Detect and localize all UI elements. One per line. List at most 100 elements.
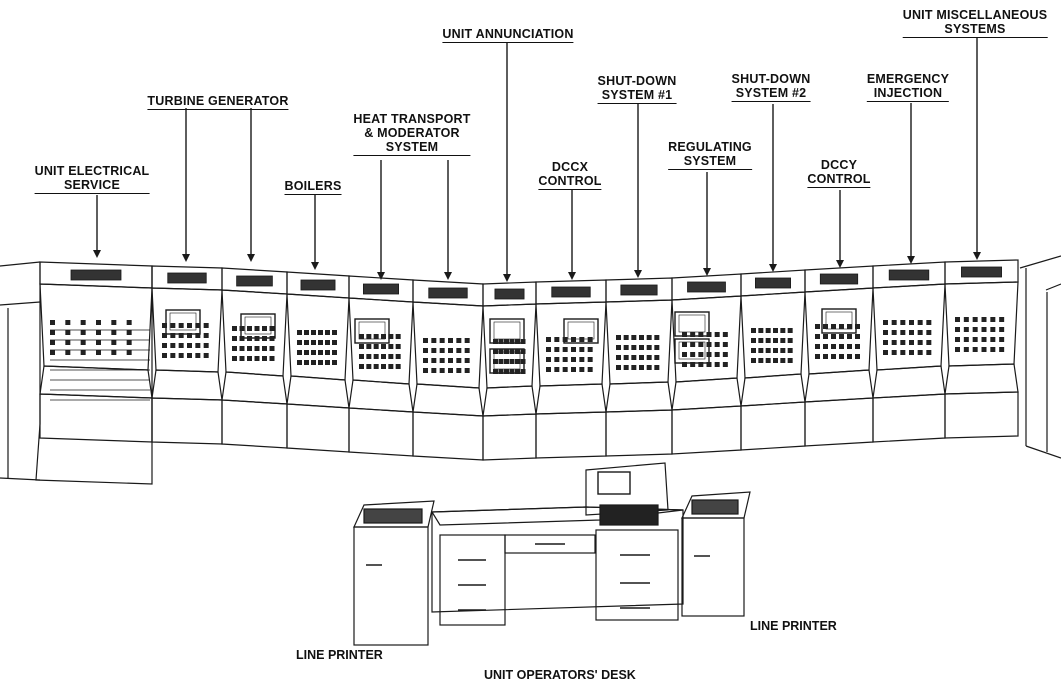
control-switch	[515, 359, 520, 364]
control-switch	[773, 328, 778, 333]
control-switch	[515, 339, 520, 344]
right-wall-floor	[1025, 445, 1061, 459]
control-switch	[297, 340, 302, 345]
control-switch	[239, 356, 245, 361]
control-switch	[780, 348, 786, 353]
control-switch	[359, 354, 364, 359]
annunciator-window	[494, 288, 525, 300]
control-switch	[722, 332, 728, 337]
control-switch	[178, 333, 184, 338]
control-switch	[232, 336, 237, 341]
control-switch	[304, 330, 309, 335]
control-switch	[847, 334, 852, 339]
control-switch	[855, 354, 860, 359]
console-base-cabinet	[482, 413, 537, 461]
control-switch	[504, 369, 509, 374]
control-switch	[554, 357, 560, 362]
control-switch	[698, 362, 704, 367]
control-switch	[203, 333, 209, 338]
control-switch	[504, 359, 509, 364]
control-switch	[955, 327, 960, 332]
control-switch	[891, 330, 897, 335]
console-panel-face	[944, 281, 1019, 367]
control-switch	[981, 317, 987, 322]
control-switch	[96, 320, 101, 325]
label-unit-annunciation: UNIT ANNUNCIATION	[442, 27, 574, 43]
control-switch	[616, 345, 621, 350]
control-switch	[891, 350, 897, 355]
control-switch	[96, 340, 101, 345]
label-line: SYSTEM	[353, 140, 471, 156]
console-base-cabinet	[872, 393, 946, 443]
control-switch	[325, 330, 330, 335]
control-switch	[831, 344, 836, 349]
control-switch	[823, 354, 828, 359]
control-switch	[203, 353, 209, 358]
crt-monitor	[165, 309, 201, 335]
control-switch	[654, 345, 660, 350]
crt-screen	[493, 321, 521, 340]
console-desk-surface	[872, 365, 946, 399]
control-switch	[623, 355, 629, 360]
control-switch	[815, 334, 820, 339]
pointer-arrowhead	[634, 270, 642, 278]
annunciator-window	[70, 269, 122, 281]
control-switch	[187, 333, 192, 338]
label-line: UNIT ELECTRICAL	[34, 164, 150, 178]
control-switch	[562, 347, 568, 352]
control-switch	[439, 348, 445, 353]
control-switch	[690, 352, 696, 357]
control-switch	[926, 330, 932, 335]
control-switch	[80, 340, 86, 345]
control-switch	[448, 348, 453, 353]
console-base-cabinet	[151, 397, 223, 445]
console-base-cabinet	[944, 391, 1019, 439]
console-panel-face	[872, 283, 946, 371]
control-switch	[823, 344, 828, 349]
control-switch	[520, 339, 526, 344]
console-base-cabinet	[286, 403, 350, 453]
control-switch	[515, 369, 520, 374]
crt-screen	[358, 321, 386, 340]
pointer-arrowhead	[247, 254, 255, 262]
control-switch	[297, 330, 302, 335]
control-switch	[690, 342, 696, 347]
label-line: SYSTEM	[668, 154, 752, 170]
control-switch	[831, 334, 836, 339]
control-switch	[366, 354, 372, 359]
control-switch	[509, 359, 515, 364]
control-switch	[262, 336, 267, 341]
room-walls	[0, 255, 1061, 481]
control-switch	[855, 344, 860, 349]
console-desk-surface	[944, 363, 1019, 395]
control-switch	[690, 362, 696, 367]
main-control-console	[35, 259, 1019, 485]
control-switch	[571, 337, 576, 342]
control-switch	[96, 350, 101, 355]
control-switch	[439, 338, 445, 343]
control-switch	[780, 358, 786, 363]
annunciator-window	[961, 266, 1002, 278]
control-switch	[587, 347, 593, 352]
control-switch	[839, 344, 844, 349]
control-switch	[388, 334, 394, 339]
control-switch	[187, 323, 192, 328]
control-switch	[366, 344, 372, 349]
control-switch	[239, 346, 245, 351]
label-line: UNIT MISCELLANEOUS	[902, 8, 1048, 22]
control-switch	[504, 349, 509, 354]
control-switch	[639, 365, 644, 370]
annunciator-window	[755, 277, 792, 289]
control-switch	[787, 358, 793, 363]
label-turbine-generator: TURBINE GENERATOR	[147, 94, 289, 110]
desk-keyboard	[599, 504, 659, 526]
control-switch	[178, 323, 184, 328]
control-switch	[388, 344, 394, 349]
control-switch	[247, 346, 252, 351]
console-base-cabinet	[221, 399, 288, 449]
desk-crt-monitor	[597, 471, 631, 495]
control-switch	[909, 320, 914, 325]
control-switch	[587, 337, 593, 342]
